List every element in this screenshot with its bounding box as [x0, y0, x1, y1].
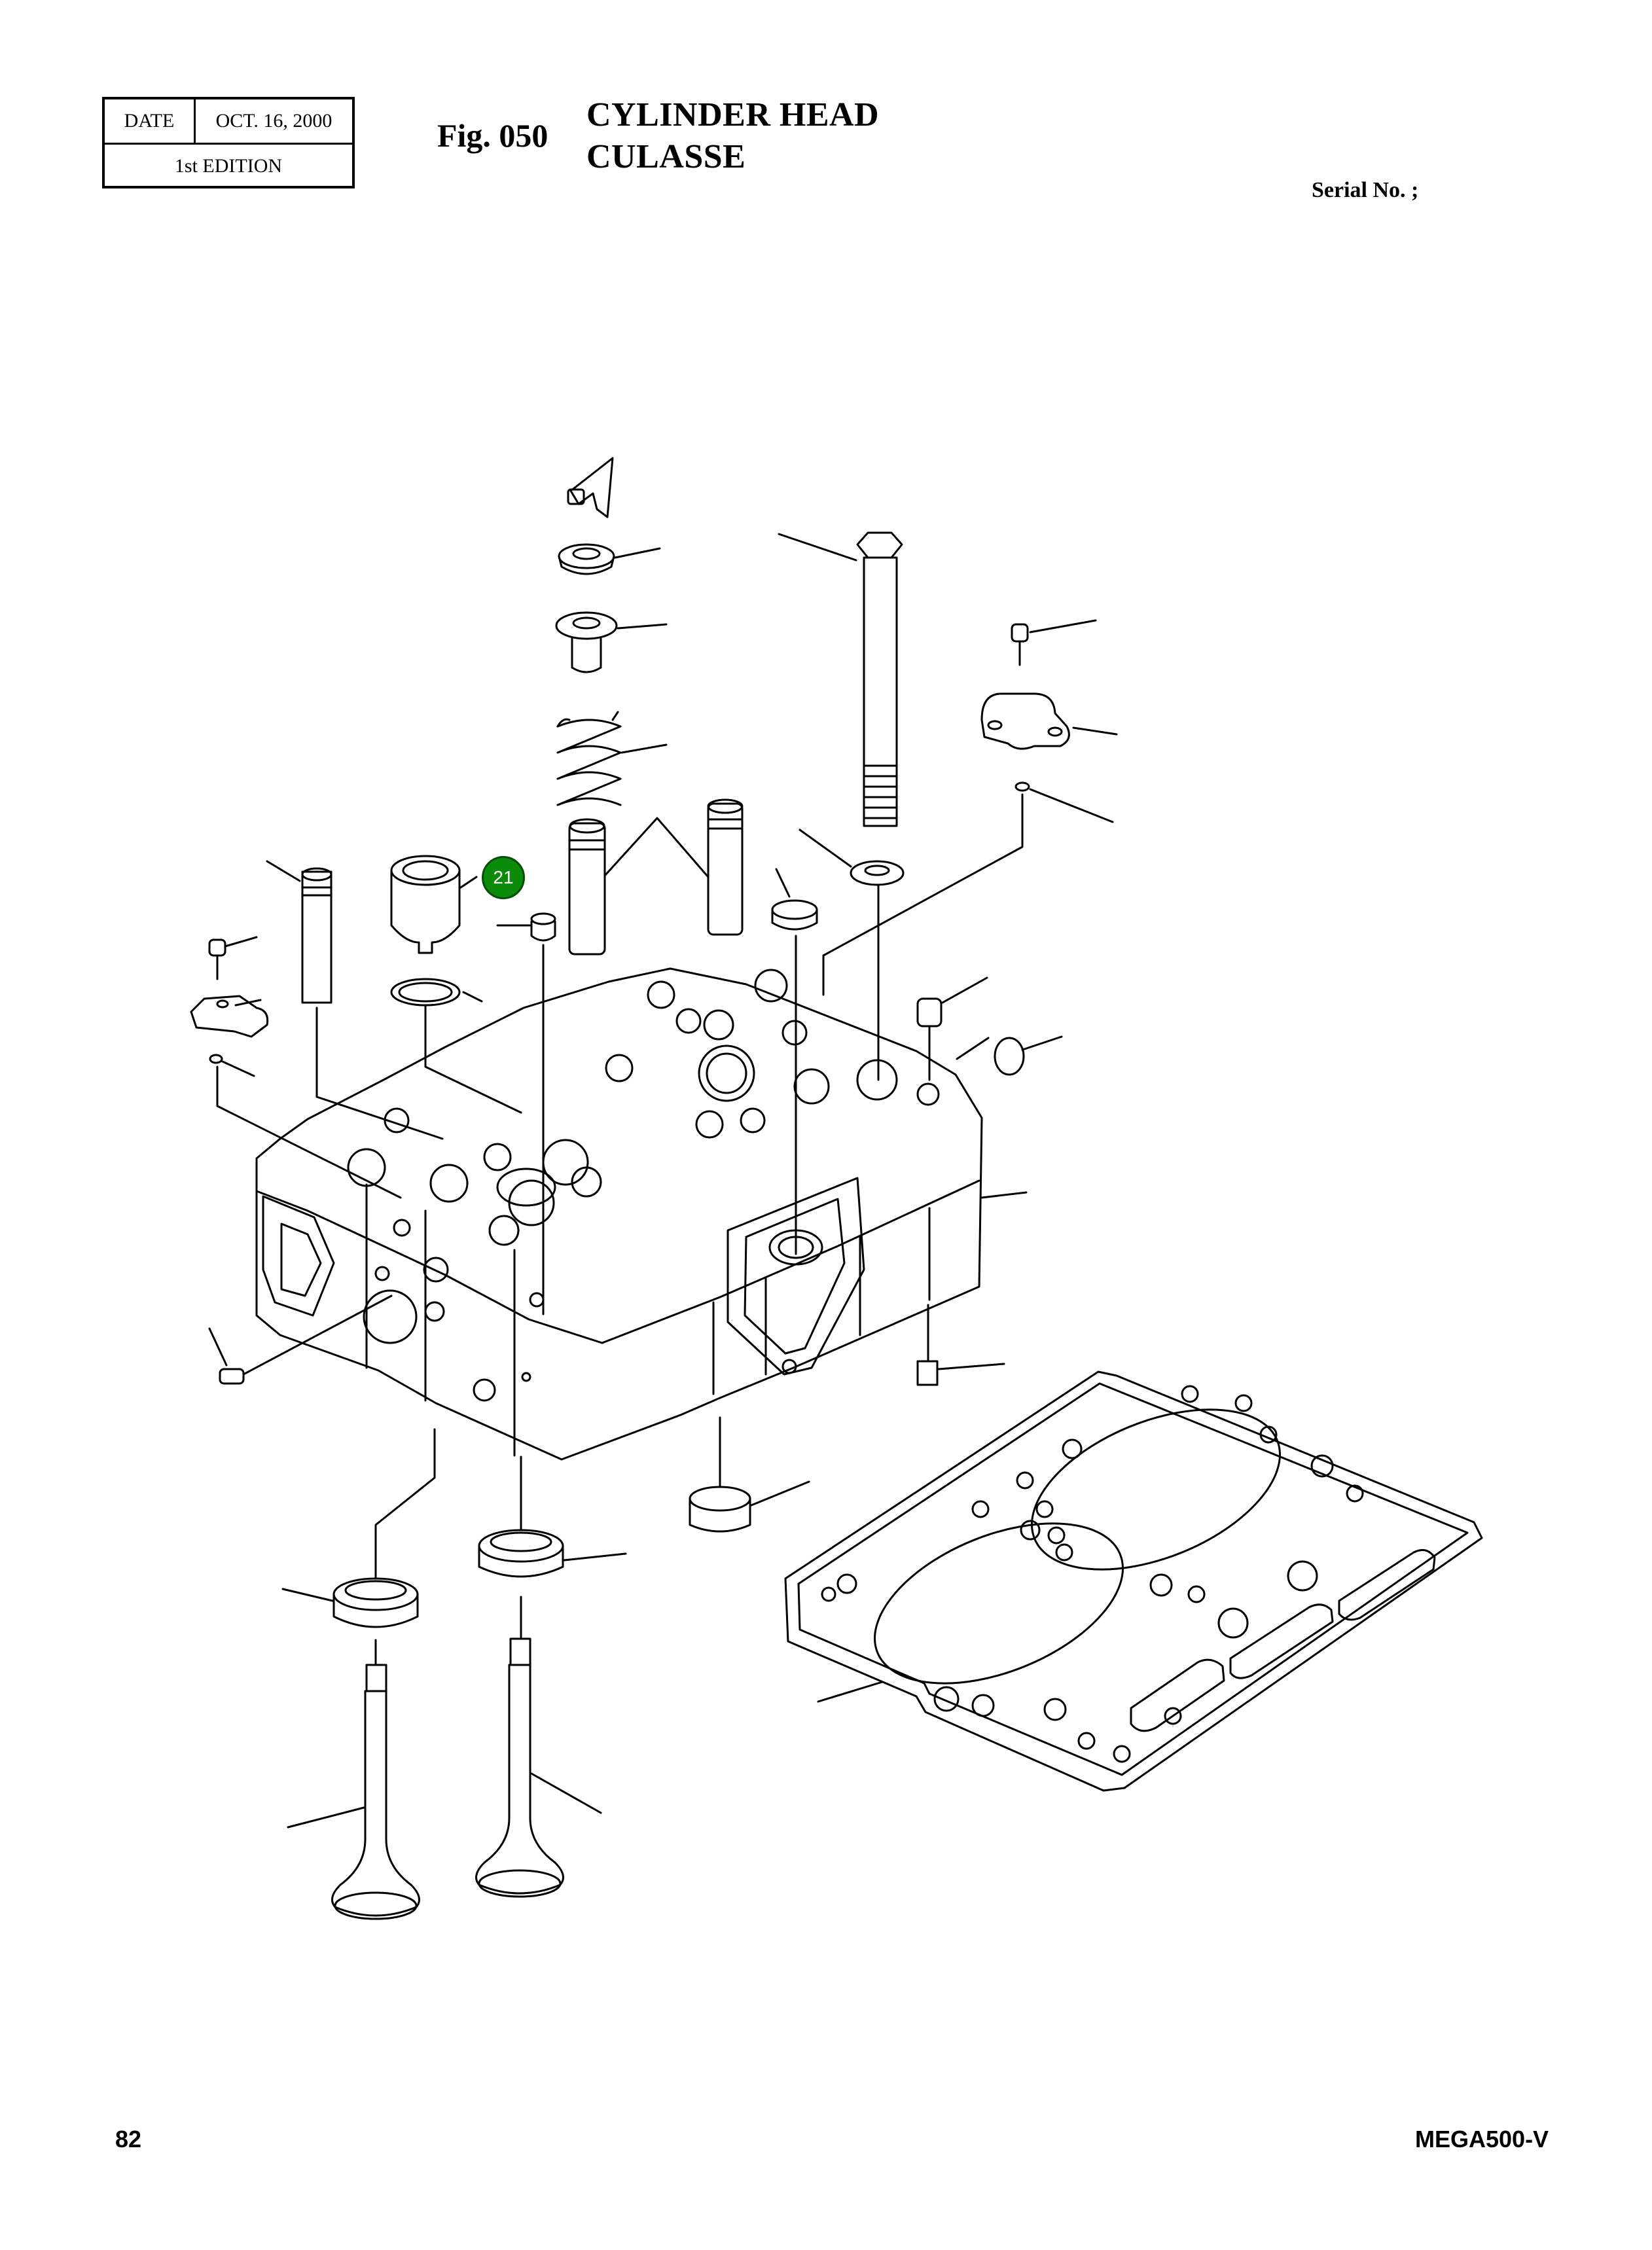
spring-retainer	[558, 543, 661, 575]
edition-label: 1st EDITION	[174, 155, 283, 177]
valve-rotator	[555, 611, 668, 673]
exhaust-valve	[287, 1639, 420, 1920]
o-ring	[390, 978, 522, 1114]
valve-guide-exhaust	[568, 817, 709, 955]
figure-number: Fig. 050	[437, 117, 548, 154]
page-title-french: CULASSE	[586, 138, 746, 175]
date-row: DATE OCT. 16, 2000	[105, 99, 352, 145]
valve-cap	[496, 912, 556, 1315]
valve-guide-intake	[707, 798, 744, 936]
adjusting-screw	[1011, 619, 1097, 666]
crosshead-guide-left	[266, 860, 444, 1140]
date-edition-box: DATE OCT. 16, 2000 1st EDITION	[102, 97, 355, 188]
bridge-washer	[822, 781, 1114, 996]
date-label: DATE	[105, 99, 196, 143]
serial-number-label: Serial No. ;	[1312, 178, 1419, 202]
bolt-washer	[799, 829, 905, 1081]
date-value: OCT. 16, 2000	[215, 110, 332, 132]
adjusting-screw-left	[208, 936, 258, 980]
dowel-pin-top	[916, 976, 988, 1081]
expansion-plug	[994, 1035, 1063, 1076]
valve-seat-insert-left	[281, 1428, 436, 1628]
dowel-pin-bottom	[689, 1416, 810, 1533]
valve-spring	[556, 711, 668, 806]
cylinder-head-block	[255, 967, 1028, 1461]
valve-bridge	[980, 692, 1118, 750]
page-title-english: CYLINDER HEAD	[586, 96, 880, 134]
bridge-washer-left	[209, 1054, 402, 1199]
valve-seat-insert-right	[478, 1455, 627, 1578]
head-gasket	[784, 1370, 1483, 1792]
injector-sleeve	[390, 855, 478, 954]
drain-plug	[916, 1304, 1005, 1386]
part-callout-marker[interactable]: 21	[482, 856, 525, 899]
side-plug-screw	[208, 1295, 393, 1385]
page-number: 82	[115, 2126, 142, 2152]
model-name: MEGA500-V	[1415, 2126, 1549, 2152]
valve-keeper	[567, 457, 614, 518]
valve-bridge-left	[190, 995, 269, 1038]
intake-valve	[475, 1596, 602, 1898]
head-bolt	[778, 531, 903, 827]
